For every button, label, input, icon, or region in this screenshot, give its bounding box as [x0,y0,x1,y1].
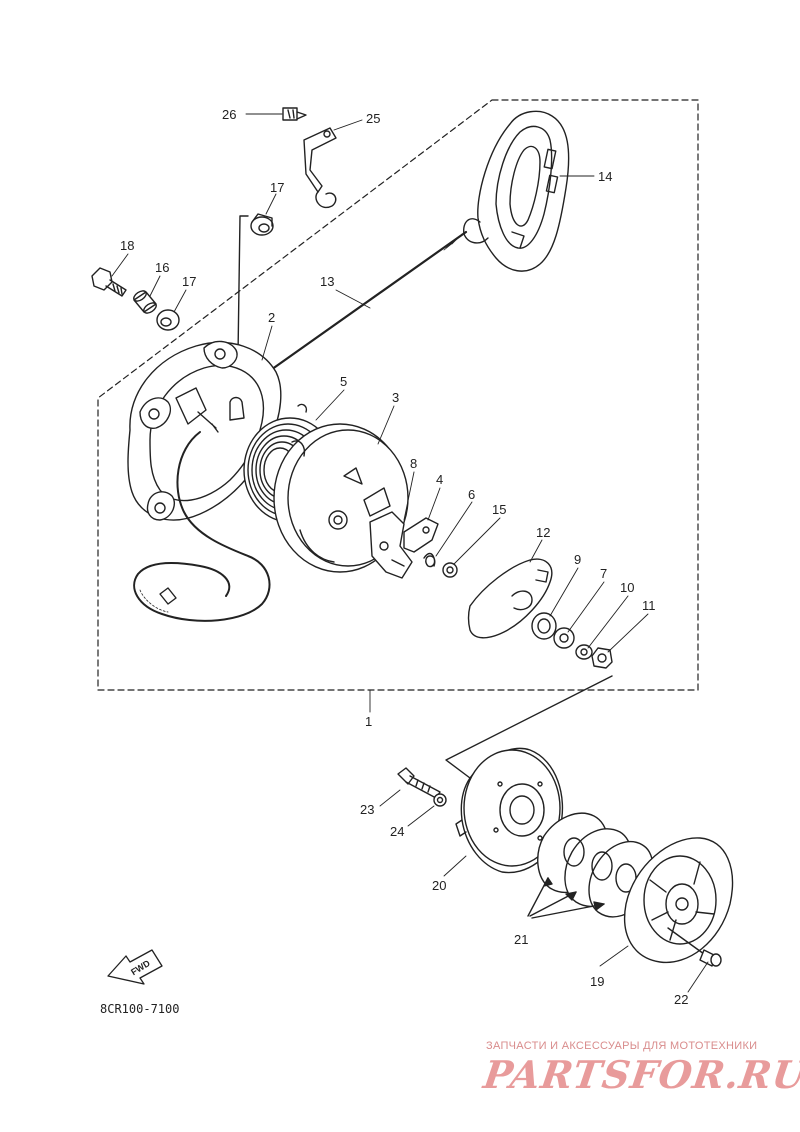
callout-labels: 26 25 17 14 18 16 17 13 2 5 3 8 4 6 15 1… [120,107,688,1007]
part-17-collar-lower [156,309,180,331]
callout-26: 26 [222,107,236,122]
part-9-collar [531,612,557,640]
part-25-bracket [303,127,337,209]
leader-lines [111,113,709,993]
part-11-nut [591,647,613,669]
callout-5: 5 [340,374,347,389]
callout-23: 23 [360,802,374,817]
part-12-friction-plate [467,558,553,639]
assembly-boundary [97,99,699,691]
part-13-starter-rope [266,230,468,374]
wiring-harness [133,431,271,622]
callout-14: 14 [598,169,612,184]
watermark-logo: PARTSFOR.RU [480,1052,800,1097]
part-17-collar-upper [250,213,274,236]
callout-3: 3 [392,390,399,405]
callout-18: 18 [120,238,134,253]
callout-9: 9 [574,552,581,567]
part-7-washer [553,627,575,649]
locator-line-17 [237,215,249,356]
part-6-spring [423,552,436,568]
part-16-sleeve [133,290,157,314]
callout-8: 8 [410,456,417,471]
callout-16: 16 [155,260,169,275]
callout-17-upper: 17 [270,180,284,195]
callout-22: 22 [674,992,688,1007]
callout-1: 1 [365,714,372,729]
part-18-bolt [91,267,127,297]
part-26-bolt [282,107,307,121]
callout-24: 24 [390,824,404,839]
part-2-starter-housing [127,340,308,521]
callout-17-lower: 17 [182,274,196,289]
part-21-leader-arrows [527,877,605,919]
part-8-ratchet [369,511,413,579]
fwd-arrow [107,949,163,985]
part-10-spring-washer [575,644,593,660]
callout-20: 20 [432,878,446,893]
part-14-starter-handle [463,110,570,272]
callout-13: 13 [320,274,334,289]
leader-assembly-to-20 [445,675,613,779]
part-23-bolt [397,767,441,799]
callout-6: 6 [468,487,475,502]
part-24-washer [433,793,447,807]
callout-21: 21 [514,932,528,947]
part-15-washer [442,562,458,578]
callout-11: 11 [642,598,656,613]
callout-4: 4 [436,472,443,487]
callout-10: 10 [620,580,634,595]
callout-19: 19 [590,974,604,989]
callout-25: 25 [366,111,380,126]
callout-15: 15 [492,502,506,517]
part-21-shims [537,812,654,918]
part-20-starter-pulley [455,747,564,874]
part-22-screw [667,927,722,967]
part-19-cover-plate [624,837,734,964]
callout-7: 7 [600,566,607,581]
callout-12: 12 [536,525,550,540]
diagram-code: 8CR100-7100 [100,1002,180,1016]
part-4-pawl [403,517,439,553]
callout-2: 2 [268,310,275,325]
watermark-tagline: ЗАПЧАСТИ И АКСЕССУАРЫ ДЛЯ МОТОТЕХНИКИ [486,1040,758,1052]
